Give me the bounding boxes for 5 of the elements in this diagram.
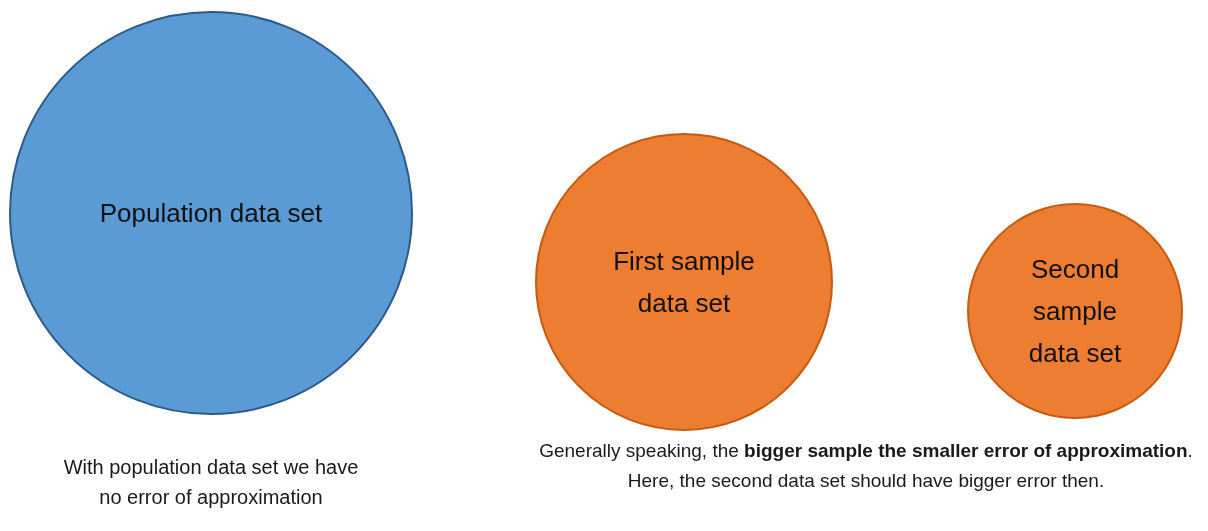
note-text: Generally speaking, the bigger sample the smaller error of approximation. Here, the second data set should have bigger error then. xyxy=(538,439,1194,493)
circle-label: Population data set xyxy=(98,197,324,230)
node-label: With population data set we have no error of approximation xyxy=(62,455,360,510)
circle-label: Second sample data set xyxy=(1027,253,1123,370)
circle-label: First sample data set xyxy=(612,245,756,320)
